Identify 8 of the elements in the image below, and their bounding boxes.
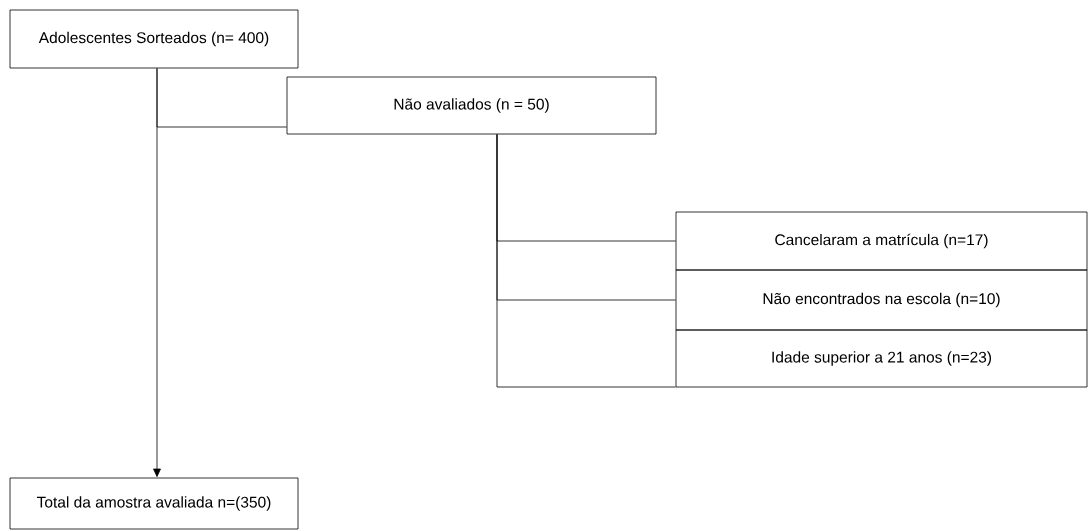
flow-box: Não encontrados na escola (n=10) bbox=[675, 269, 1088, 331]
connector-line bbox=[156, 68, 287, 128]
flow-box: Idade superior a 21 anos (n=23) bbox=[675, 329, 1088, 388]
flow-box: Total da amostra avaliada n=(350) bbox=[9, 477, 299, 530]
flow-box: Adolescentes Sorteados (n= 400) bbox=[9, 9, 299, 69]
flow-box: Cancelaram a matrícula (n=17) bbox=[675, 211, 1088, 271]
connector-line bbox=[496, 134, 676, 388]
flow-box: Não avaliados (n = 50) bbox=[286, 76, 657, 135]
